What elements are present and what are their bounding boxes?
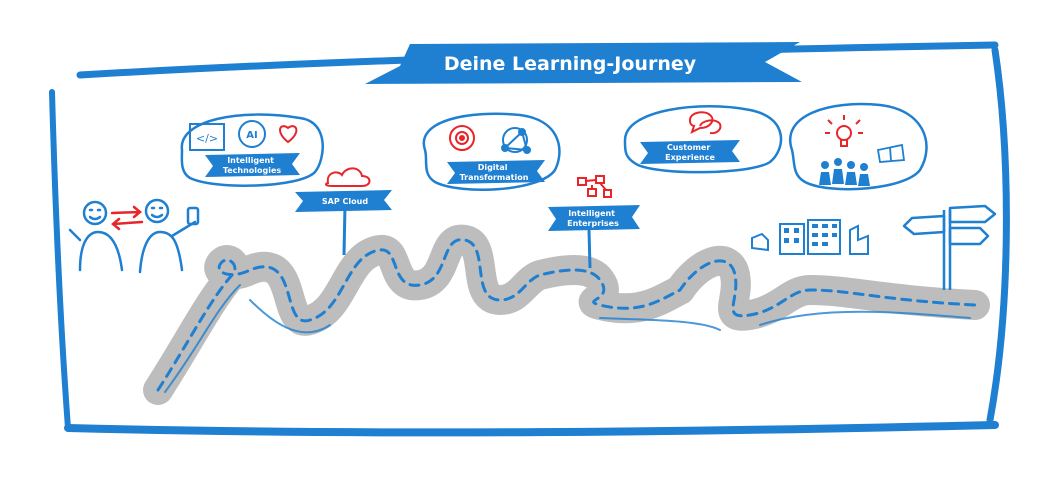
svg-text:</>: </> (196, 132, 218, 145)
exchange-arrows-icon (110, 205, 144, 231)
title-banner: Deine Learning-Journey (365, 42, 802, 84)
target-icon (449, 125, 475, 151)
svg-text:AI: AI (246, 130, 257, 141)
winding-road (143, 224, 990, 405)
sap-cloud-sign: SAP Cloud (295, 167, 392, 256)
network-icon (501, 127, 531, 154)
signpost-icon (902, 204, 997, 290)
intelligent-enterprises-sign: Intelligent Enterprises (548, 175, 640, 269)
lightbulb-icon (825, 115, 863, 147)
customer-experience-bubble: Customer Experience (623, 105, 783, 174)
chat-bubbles-icon (688, 111, 722, 135)
sign-intelligent-technologies: Intelligent Technologies (223, 156, 282, 175)
page-title: Deine Learning-Journey (444, 53, 697, 75)
people-icon (68, 198, 200, 274)
cloud-icon (324, 167, 371, 187)
ideas-bubble (789, 102, 928, 191)
digital-transformation-bubble: Digital Transformation (422, 112, 561, 191)
sign-intelligent-enterprises: Intelligent Enterprises (567, 209, 619, 228)
sign-customer-experience: Customer Experience (665, 143, 715, 162)
intelligent-technologies-bubble: </> AI Intelligent Technologies (180, 113, 324, 187)
sign-sap-cloud: SAP Cloud (322, 197, 368, 206)
heart-icon (279, 125, 298, 144)
workflow-icon (577, 175, 612, 198)
document-icon (876, 143, 906, 163)
code-icon: </> (189, 123, 225, 151)
sign-digital-transformation: Digital Transformation (460, 163, 529, 182)
team-icon (819, 158, 870, 186)
buildings-icon (751, 219, 869, 255)
ai-icon: AI (238, 120, 266, 148)
